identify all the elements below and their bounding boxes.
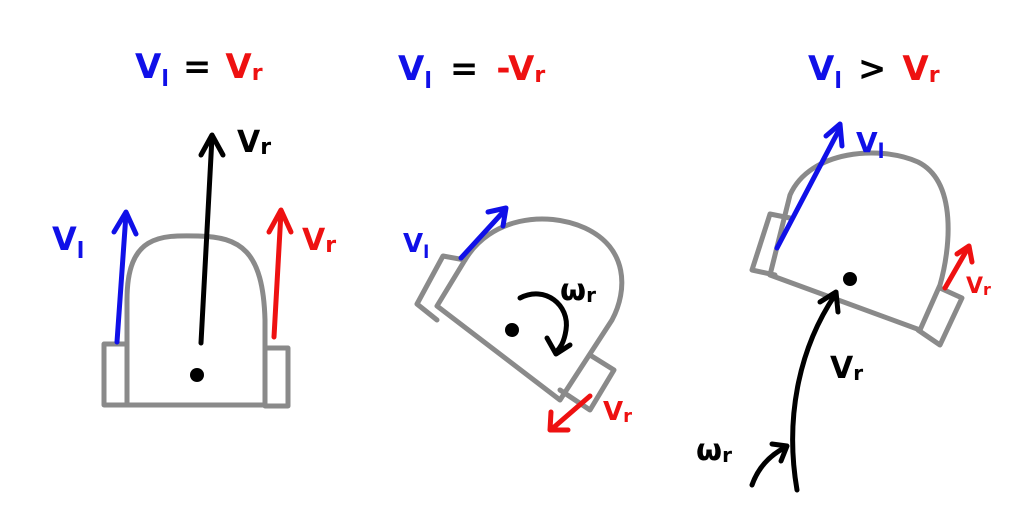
center-point (190, 368, 204, 382)
w-label-sub: r (586, 283, 596, 307)
svg-text:Vl=-Vr: Vl = -Vr (398, 49, 545, 94)
robot-velocity-arrow (198, 132, 226, 346)
svg-text:ωr: ωr (560, 273, 596, 308)
svg-text:Vl=Vr: Vl = Vr (135, 47, 263, 92)
panel-rotate: Vl=-Vr Vl Vr ωr (398, 49, 632, 433)
vr-label-sub: r (623, 406, 632, 427)
svg-text:Vr: Vr (237, 125, 271, 160)
vr-label: V (966, 274, 983, 299)
left-wheel (749, 211, 793, 278)
vr-label: V (302, 223, 326, 258)
center-point (843, 272, 857, 286)
vl-label: V (403, 229, 423, 259)
w-label: ω (696, 433, 722, 468)
v-label: V (237, 125, 261, 160)
svg-text:Vl: Vl (403, 229, 429, 263)
robot-body (434, 216, 625, 403)
right-velocity-arrow (547, 393, 593, 433)
eq2-left: V (398, 49, 425, 89)
robot-body (124, 233, 268, 408)
w-label: ω (560, 273, 586, 308)
rotation-arrow (749, 441, 790, 488)
robot-body (767, 150, 951, 333)
left-velocity-arrow (774, 121, 845, 251)
robot-velocity-arrow (790, 289, 841, 493)
left-wheel (101, 341, 130, 408)
svg-text:Vl>Vr: Vl > Vr (808, 49, 940, 94)
right-velocity-arrow (266, 207, 294, 340)
eq2-right: -V (496, 49, 535, 89)
vr-label-sub: r (325, 233, 336, 258)
eq3-right: V (902, 49, 929, 89)
vl-label-sub: l (423, 242, 429, 263)
right-wheel (262, 345, 291, 409)
rotation-arrow (517, 291, 573, 357)
svg-text:ωr: ωr (696, 433, 732, 468)
svg-text:Vl: Vl (856, 126, 885, 163)
eq3-op: > (858, 49, 887, 89)
svg-text:Vl: Vl (52, 220, 84, 264)
eq1-left-sub: l (161, 67, 169, 92)
v-label-sub: r (260, 135, 271, 160)
eq1-right-sub: r (252, 61, 263, 86)
left-wheel (414, 253, 468, 323)
left-velocity-arrow (458, 205, 509, 261)
eq3-right-sub: r (929, 63, 940, 88)
vl-label: V (52, 220, 77, 258)
right-wheel (557, 352, 617, 413)
v-label: V (830, 351, 854, 386)
vl-label-sub: l (77, 239, 85, 264)
w-label-sub: r (722, 443, 732, 467)
left-velocity-arrow (111, 209, 139, 345)
eq2-op: = (450, 49, 479, 89)
panel-straight: Vl = Vr Vl Vr Vr (52, 47, 336, 409)
vl-label-sub: l (878, 139, 885, 163)
vr-label-sub: r (983, 280, 991, 299)
eq2-right-sub: r (534, 63, 545, 88)
v-label-sub: r (853, 361, 863, 385)
vr-label: V (603, 397, 623, 427)
center-point (505, 323, 519, 337)
vl-label: V (856, 126, 878, 159)
panel-curve: Vl > Vr Vl Vr (696, 49, 991, 493)
eq3-left-sub: l (834, 69, 842, 94)
eq2-left-sub: l (424, 69, 432, 94)
eq3-left: V (808, 49, 835, 89)
right-velocity-arrow (942, 243, 975, 291)
svg-text:Vr: Vr (302, 223, 336, 258)
eq1-op: = (183, 47, 212, 87)
eq1-left: V (135, 47, 162, 87)
svg-text:Vr: Vr (830, 351, 863, 386)
svg-text:Vr: Vr (603, 397, 632, 427)
right-wheel (915, 285, 965, 348)
svg-text:Vr: Vr (966, 274, 991, 299)
eq1-right: V (225, 47, 252, 87)
